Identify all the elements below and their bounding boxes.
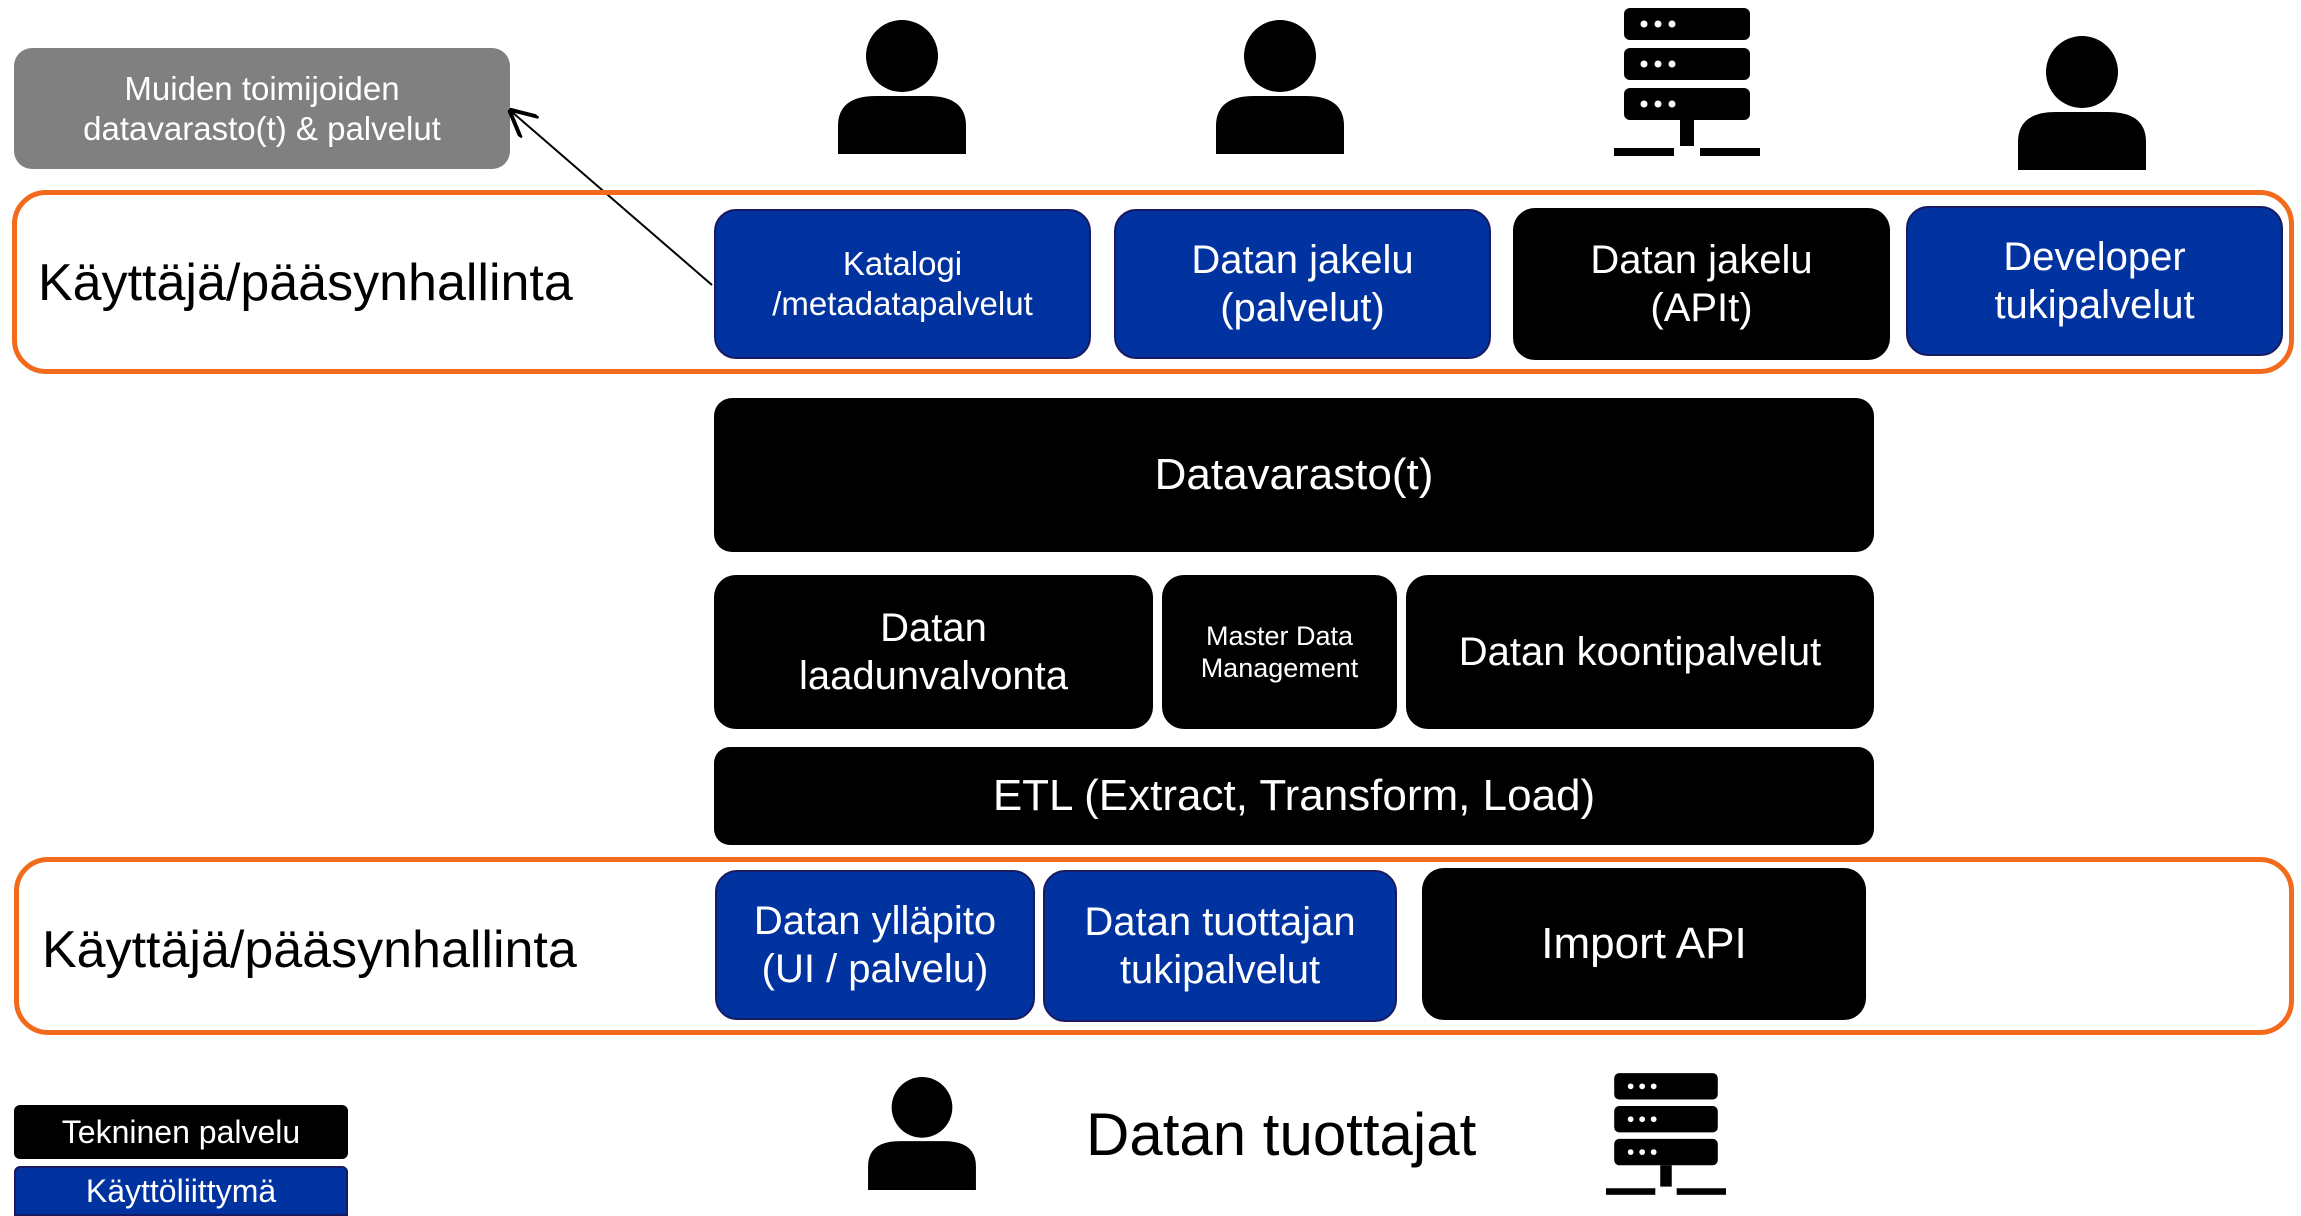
legend-technical-service: Tekninen palvelu [14, 1105, 348, 1159]
legend-ui-label: Käyttöliittymä [85, 1172, 277, 1209]
etl-pipeline: ETL (Extract, Transform, Load) [714, 747, 1874, 845]
etl-pipeline-label: ETL (Extract, Transform, Load) [992, 770, 1596, 820]
data-warehouse-label: Datavarasto(t) [1154, 449, 1434, 499]
user-icon [838, 20, 966, 154]
data-aggregation-services: Datan koontipalvelut [1406, 575, 1874, 729]
bottom-access-band [14, 857, 2294, 1035]
producer-support-services-label: Datan tuottajan tukipalvelut [1084, 900, 1356, 992]
import-api: Import API [1422, 868, 1866, 1020]
user-icon [2018, 36, 2146, 170]
user-icon [868, 1077, 976, 1190]
master-data-management-label: Master Data Management [1200, 620, 1359, 683]
data-distribution-services: Datan jakelu (palvelut) [1114, 209, 1491, 359]
top-access-band [12, 190, 2294, 374]
data-quality-control-label: Datan laadunvalvonta [798, 606, 1069, 698]
bottom-access-label: Käyttäjä/pääsynhallinta [42, 921, 577, 979]
legend-technical-label: Tekninen palvelu [61, 1113, 301, 1150]
catalog-service-label: Katalogi /metadatapalvelut [772, 245, 1033, 322]
server-icon [1614, 8, 1760, 156]
data-maintenance-ui-label: Datan ylläpito (UI / palvelu) [753, 899, 997, 991]
developer-support-services-label: Developer tukipalvelut [1994, 235, 2195, 327]
legend-user-interface: Käyttöliittymä [14, 1166, 348, 1216]
data-distribution-apis-label: Datan jakelu (APIt) [1590, 238, 1813, 330]
top-access-label: Käyttäjä/pääsynhallinta [38, 254, 573, 312]
data-aggregation-services-label: Datan koontipalvelut [1458, 630, 1822, 674]
data-quality-control: Datan laadunvalvonta [714, 575, 1153, 729]
data-distribution-services-label: Datan jakelu (palvelut) [1191, 238, 1414, 330]
data-producers-label: Datan tuottajat [1086, 1101, 1477, 1168]
producer-support-services: Datan tuottajan tukipalvelut [1043, 870, 1397, 1022]
external-services-label: Muiden toimijoiden datavarasto(t) & palv… [83, 69, 441, 147]
data-warehouse: Datavarasto(t) [714, 398, 1874, 552]
master-data-management: Master Data Management [1162, 575, 1397, 729]
data-distribution-apis: Datan jakelu (APIt) [1513, 208, 1890, 360]
developer-support-services: Developer tukipalvelut [1906, 206, 2283, 356]
external-services-box: Muiden toimijoiden datavarasto(t) & palv… [14, 48, 510, 169]
user-icon [1216, 20, 1344, 154]
import-api-label: Import API [1541, 918, 1747, 968]
server-icon [1606, 1073, 1726, 1195]
catalog-service: Katalogi /metadatapalvelut [714, 209, 1091, 359]
data-maintenance-ui: Datan ylläpito (UI / palvelu) [715, 870, 1035, 1020]
